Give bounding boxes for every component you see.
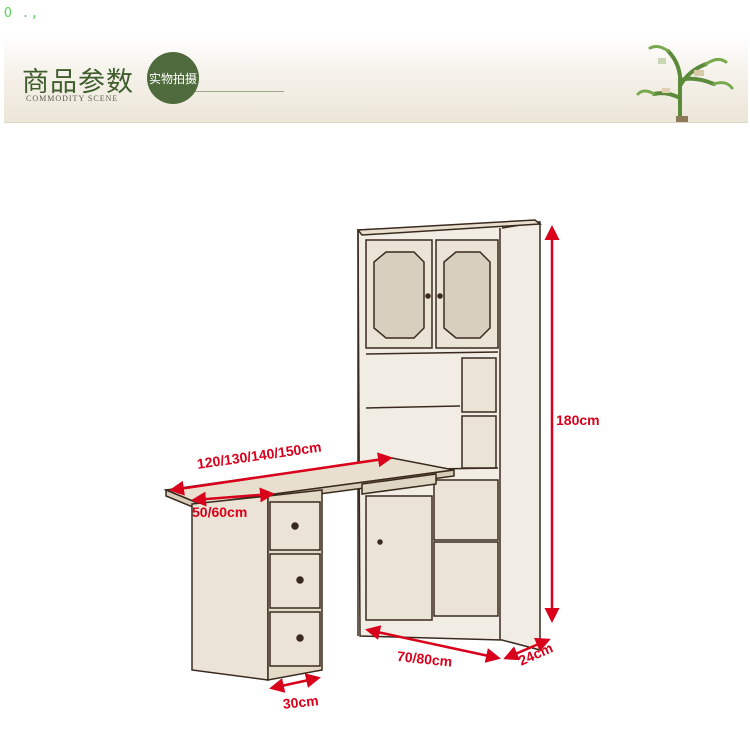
furniture-drawing (163, 219, 560, 693)
desk-depth-label: 50/60cm (192, 504, 248, 520)
photo-badge: 实物拍摄 (147, 52, 199, 104)
tree-shelf-icon (636, 45, 734, 122)
banner-divider (194, 91, 284, 92)
header-banner: 商品参数 COMMODITY SCENE 实物拍摄 (4, 36, 748, 123)
height-label: 180cm (556, 412, 600, 428)
banner-title: 商品参数 (22, 67, 134, 98)
banner-subtitle: COMMODITY SCENE (26, 94, 119, 103)
corner-mark: O ., (4, 6, 40, 21)
product-diagram: 120/130/140/150cm 50/60cm 180cm 70/80cm … (0, 140, 750, 740)
